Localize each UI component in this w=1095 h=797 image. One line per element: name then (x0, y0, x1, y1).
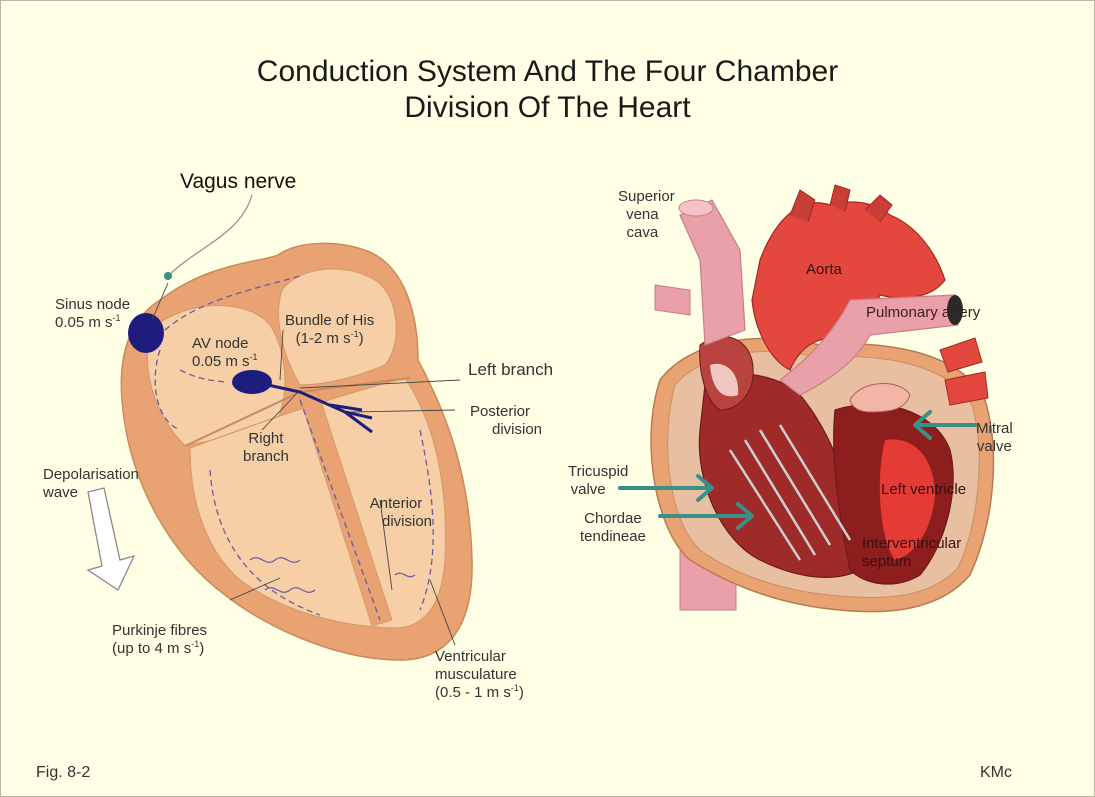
depolarisation-arrow (86, 487, 136, 591)
vena-cava-opening (678, 199, 714, 217)
av-node (232, 370, 272, 394)
superior-vena-cava (679, 199, 746, 346)
conduction-path-ventricular (209, 399, 434, 621)
label-vagus-nerve: Vagus nerve (180, 170, 297, 193)
chordae-arrow (658, 502, 754, 530)
purkinje-speed-end: ) (199, 640, 205, 657)
author-initials: KMc (980, 764, 1012, 781)
label-interventricular-septum: Interventricular septum (862, 535, 961, 571)
four-chamber-heart (618, 184, 995, 613)
label-posterior-division: Posterior division (458, 403, 542, 439)
vent-speed-text: (0.5 - 1 m s (435, 684, 511, 701)
label-purkinje-fibres: Purkinje fibres (up to 4 m s-1) (112, 622, 207, 658)
label-mitral-valve: Mitral valve (976, 420, 1013, 456)
label-ventricular: Ventricular (435, 648, 506, 665)
label-av-node-name: AV node (192, 335, 249, 352)
label-superior: Superior (618, 188, 675, 205)
left-atrium (277, 268, 397, 386)
figure-number: Fig. 8-2 (36, 764, 91, 781)
label-bundle-speed: (1-2 m s-1) (285, 330, 374, 348)
label-right: Right (248, 430, 284, 447)
label-chordae-tendineae: Chordae tendineae (580, 510, 646, 546)
label-left-ventricle: Left ventricle (881, 481, 967, 498)
label-mitral: Mitral (976, 420, 1013, 437)
label-mitral-valve-word: valve (976, 438, 1012, 455)
label-vent-speed: (0.5 - 1 m s-1) (435, 684, 524, 702)
label-left-branch: Left branch (468, 360, 554, 379)
label-pulmonary-artery: Pulmonary artery (866, 304, 981, 321)
bundle-speed-text: (1-2 m s (295, 330, 351, 347)
label-depolarisation-wave: Depolarisation wave (43, 466, 139, 502)
label-tricuspid-valve: Tricuspid valve (568, 463, 628, 499)
av-speed-sup: -1 (249, 352, 258, 362)
vagus-nerve-line (167, 194, 253, 277)
tricuspid-arrow (618, 474, 714, 502)
label-anterior-division-word: division (382, 513, 433, 530)
label-purkinje-name: Purkinje fibres (112, 622, 208, 639)
label-tricuspid: Tricuspid (568, 463, 629, 480)
conduction-path-atrial (154, 275, 301, 431)
av-speed-text: 0.05 m s (192, 353, 250, 370)
label-depolarisation: Depolarisation (43, 466, 139, 483)
leader-lines-left (151, 282, 461, 646)
purkinje-speed-text: (up to 4 m s (112, 640, 192, 657)
mitral-arrow (913, 410, 977, 440)
right-pulmonary-veins (654, 284, 691, 316)
label-wave: wave (43, 484, 79, 501)
label-septum: septum (862, 553, 912, 570)
title-line-1: Conduction System And The Four Chamber (256, 55, 839, 88)
label-av-node: AV node 0.05 m s-1 (192, 335, 258, 371)
label-chordae: Chordae (584, 510, 642, 527)
title-line-2: Division Of The Heart (404, 91, 691, 124)
purkinje-fibres (249, 557, 416, 593)
label-av-node-speed: 0.05 m s-1 (192, 353, 258, 371)
pointer-arrows (618, 410, 977, 530)
sinus-node (128, 313, 164, 353)
bundle-speed-sup: -1 (350, 329, 359, 339)
label-branch: branch (243, 448, 289, 465)
septum-band (297, 391, 393, 627)
mitral-valve-shape (849, 383, 911, 413)
label-purkinje-speed: (up to 4 m s-1) (112, 640, 207, 658)
vent-speed-end: ) (518, 684, 524, 701)
label-posterior-division-word: division (492, 421, 543, 438)
bundle-speed-end: ) (358, 330, 364, 347)
label-ventricular-musculature: Ventricular musculature (0.5 - 1 m s-1) (435, 648, 524, 702)
label-musculature: musculature (435, 666, 517, 683)
label-sinus-node-speed: 0.05 m s-1 (55, 314, 130, 332)
label-superior-vena-cava: Superior vena cava (618, 188, 675, 242)
label-anterior: Anterior (369, 495, 423, 512)
label-sinus-node: Sinus node 0.05 m s-1 (55, 296, 130, 332)
label-vena: vena (626, 206, 659, 223)
label-right-branch: Right branch (243, 430, 289, 466)
label-tricuspid-valve-word: valve (570, 481, 606, 498)
aorta-branches (789, 184, 893, 223)
label-aorta: Aorta (806, 261, 842, 278)
label-anterior-division: Anterior division (360, 495, 432, 531)
label-bundle-of-his: Bundle of His (1-2 m s-1) (285, 312, 374, 348)
bundle-branches (267, 383, 373, 434)
label-cava: cava (626, 224, 659, 241)
purkinje-speed-sup: -1 (191, 639, 200, 649)
sinus-speed-sup: -1 (112, 313, 121, 323)
label-interventricular: Interventricular (862, 535, 962, 552)
pulmonary-artery-opening (947, 295, 963, 325)
label-tendineae: tendineae (580, 528, 646, 545)
conduction-heart (120, 194, 473, 661)
label-sinus-node-name: Sinus node (55, 296, 131, 313)
label-bundle-name: Bundle of His (285, 312, 375, 329)
right-atrium-highlight (710, 363, 739, 397)
left-ventricle-highlight (879, 439, 935, 560)
chordae-strands (728, 424, 852, 561)
label-posterior: Posterior (470, 403, 531, 420)
vagus-nerve-ending (164, 272, 172, 280)
figure-title: Conduction System And The Four Chamber D… (0, 54, 1095, 126)
sinus-speed-text: 0.05 m s (55, 314, 113, 331)
vent-speed-sup: -1 (510, 683, 519, 693)
left-pulmonary-veins (939, 337, 989, 406)
